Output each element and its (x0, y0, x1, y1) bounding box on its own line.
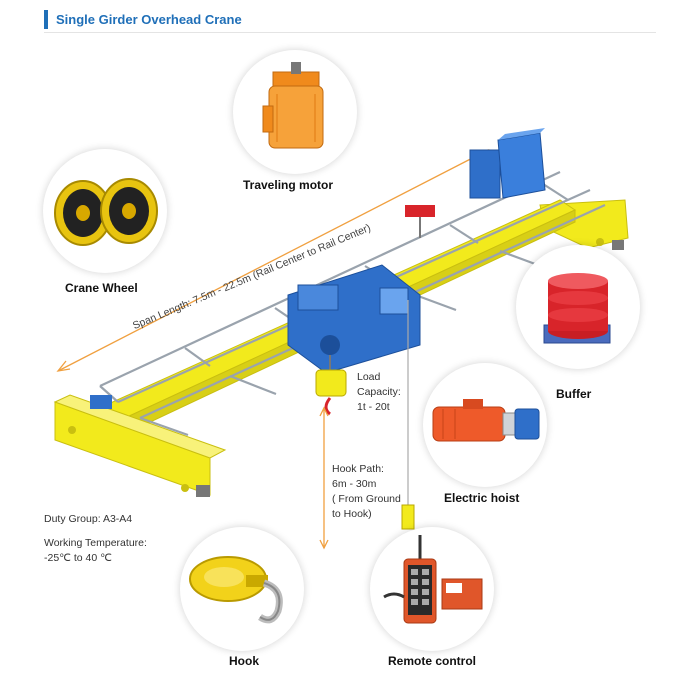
wheel-icon (54, 178, 158, 246)
header-accent-bar (44, 9, 48, 29)
hook-path-value: 6m - 30m (332, 478, 377, 490)
hook-path-note: Hook Path: 6m - 30m ( From Ground to Hoo… (332, 462, 401, 522)
load-capacity-value: 1t - 20t (357, 401, 390, 413)
drive-and-cabinet (405, 128, 546, 238)
load-capacity-label-2: Capacity: (357, 386, 401, 398)
page-header: Single Girder Overhead Crane (44, 8, 242, 30)
hook-callout (180, 527, 304, 651)
hook-block (315, 355, 347, 416)
traveling-motor-label: Traveling motor (243, 178, 334, 192)
header-divider (44, 32, 656, 33)
load-capacity-note: Load Capacity: 1t - 20t (357, 370, 401, 415)
working-temp-note: Working Temperature: -25℃ to 40 ℃ (44, 536, 147, 566)
remote-icon (383, 535, 483, 624)
working-temp-value: -25℃ to 40 ℃ (44, 552, 112, 564)
electric-hoist-label: Electric hoist (444, 491, 520, 505)
hook-label: Hook (229, 654, 259, 668)
hook-path-note-2: to Hook) (332, 508, 372, 520)
motor-icon (262, 62, 324, 149)
working-temp-label: Working Temperature: (44, 537, 147, 549)
hook-path-label: Hook Path: (332, 463, 384, 475)
remote-control-label: Remote control (388, 654, 477, 668)
near-end-carriage (53, 394, 227, 497)
buffer-callout (516, 245, 640, 369)
crane-wheel-callout (43, 149, 167, 273)
load-capacity-label: Load (357, 371, 381, 383)
traveling-motor-callout (233, 50, 357, 174)
hook-icon (189, 556, 283, 624)
hoist-icon (432, 399, 540, 442)
buffer-icon (543, 273, 611, 344)
duty-group-note: Duty Group: A3-A4 (44, 513, 133, 525)
hook-path-arrow (319, 406, 329, 550)
hook-path-note-1: ( From Ground (332, 493, 401, 505)
remote-control-callout (370, 527, 494, 651)
buffer-label: Buffer (556, 387, 592, 401)
trolley-hoist (287, 264, 421, 374)
crane-wheel-label: Crane Wheel (65, 281, 138, 295)
pendant-control (401, 300, 415, 530)
page-title: Single Girder Overhead Crane (56, 11, 242, 27)
electric-hoist-callout (423, 363, 547, 487)
